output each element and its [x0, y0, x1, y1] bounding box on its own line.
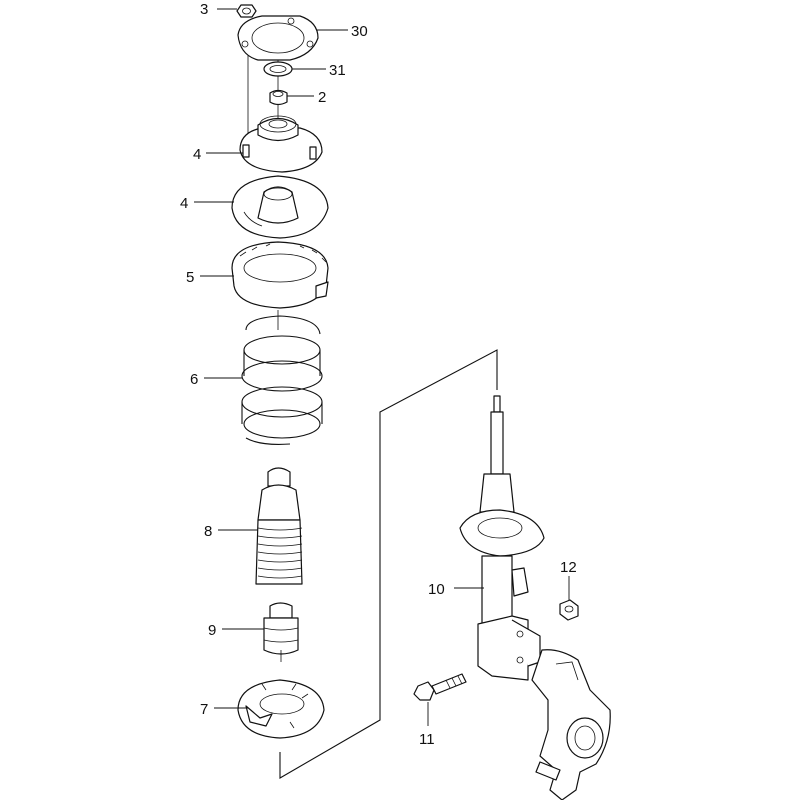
part-30-gasket [237, 15, 319, 61]
part-5-spring-isolator [231, 241, 329, 309]
part-3-nut [236, 4, 257, 18]
callout-12: 12 [560, 559, 577, 576]
callout-4-upper: 4 [193, 146, 201, 163]
leader-lines [194, 8, 570, 726]
callout-7: 7 [200, 701, 208, 718]
part-31-washer [263, 61, 293, 77]
part-12-nut [559, 599, 579, 621]
steering-knuckle [531, 649, 611, 800]
callout-5: 5 [186, 269, 194, 286]
callout-6: 6 [190, 371, 198, 388]
callout-30: 30 [351, 23, 368, 40]
part-11-bolt [413, 673, 467, 701]
part-4-upper-spring-seat [231, 175, 329, 239]
callout-3: 3 [200, 1, 208, 18]
part-7-lower-spring-seat [237, 679, 325, 739]
callout-8: 8 [204, 523, 212, 540]
callout-11: 11 [419, 731, 435, 748]
callout-10: 10 [428, 581, 445, 598]
part-8-dust-boot [255, 467, 303, 585]
part-4-strut-mount [239, 115, 323, 173]
assembly-alignment-line [279, 349, 498, 779]
callout-2: 2 [318, 89, 326, 106]
part-10-strut-assembly [459, 395, 545, 681]
callout-4-lower: 4 [180, 195, 188, 212]
part-2-nut [269, 89, 288, 106]
callout-31: 31 [329, 62, 346, 79]
callout-9: 9 [208, 622, 216, 639]
part-9-bump-stop [263, 602, 299, 662]
part-6-coil-spring [241, 310, 323, 445]
